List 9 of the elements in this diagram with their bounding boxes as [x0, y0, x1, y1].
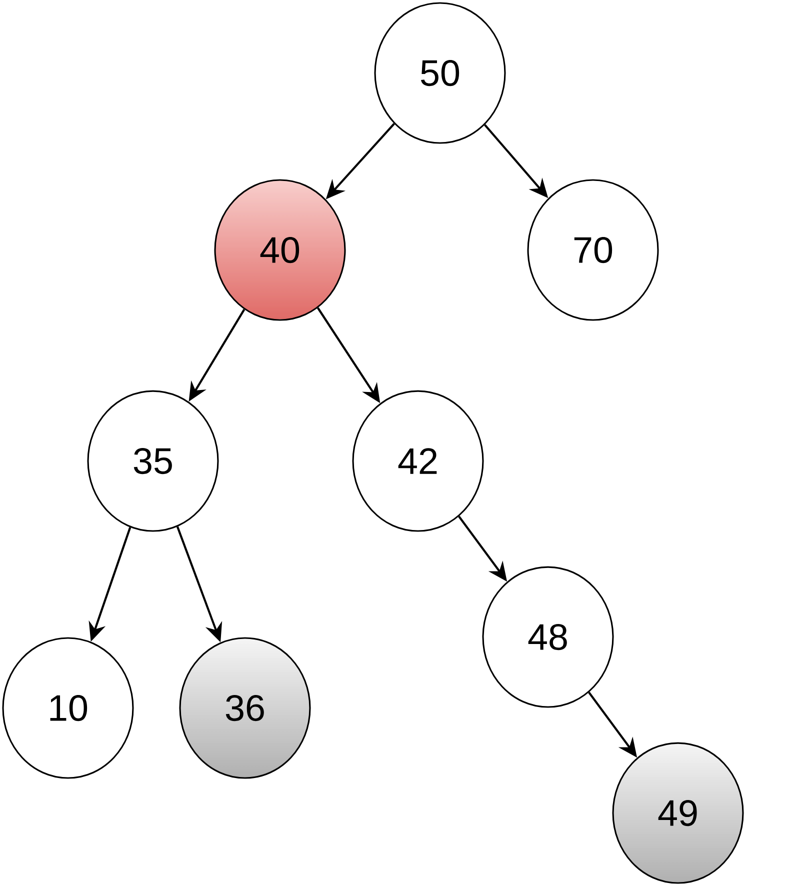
tree-node: 48	[482, 566, 614, 708]
tree-node: 40	[214, 179, 346, 321]
tree-node: 10	[2, 637, 134, 779]
tree-node: 50	[374, 2, 506, 144]
tree-node: 70	[527, 179, 659, 321]
tree-node: 42	[352, 390, 484, 532]
tree-node: 49	[612, 742, 744, 884]
tree-node: 36	[179, 637, 311, 779]
tree-node: 35	[87, 390, 219, 532]
